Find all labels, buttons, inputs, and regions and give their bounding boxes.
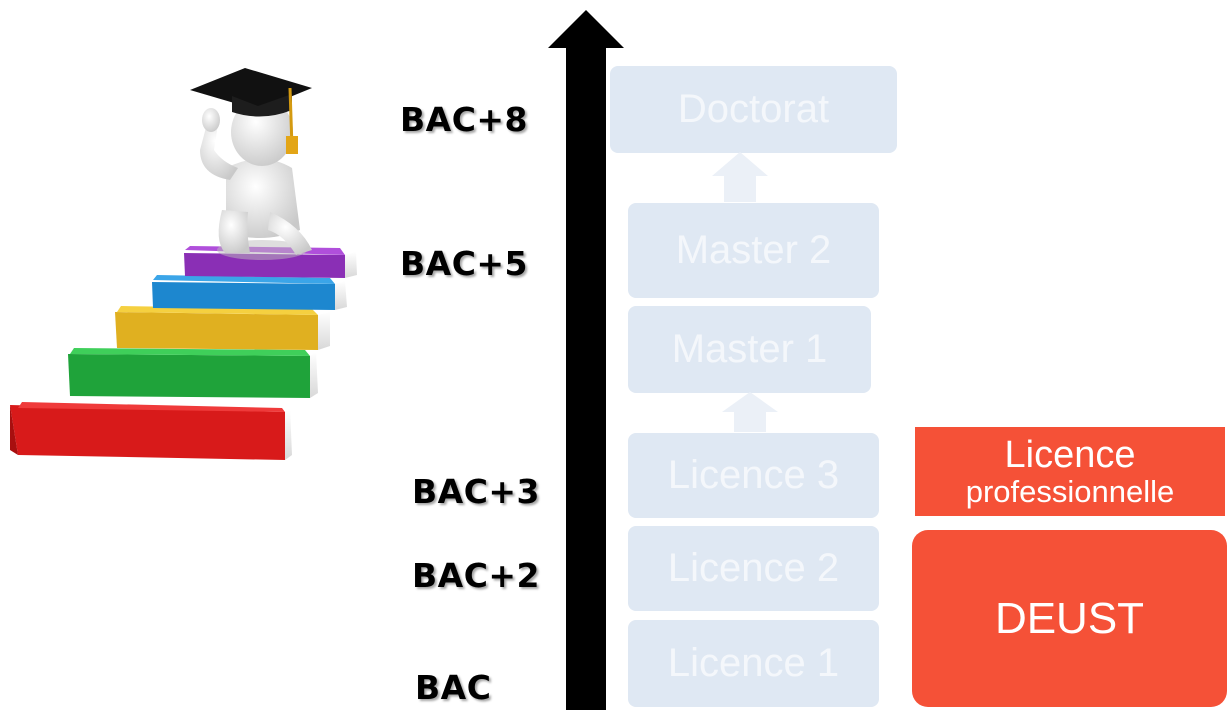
green-book-icon xyxy=(68,348,318,398)
small-up-arrow-icon xyxy=(712,152,768,202)
degree-doctorat: Doctorat xyxy=(610,66,897,153)
deust-label: DEUST xyxy=(994,593,1145,643)
graduate-on-books-icon xyxy=(10,68,357,460)
licence-pro-line1: Licence xyxy=(1004,433,1136,476)
degree-licence2: Licence 2 xyxy=(628,526,879,611)
deust-box: DEUST xyxy=(912,530,1227,707)
degree-master1: Master 1 xyxy=(628,306,871,393)
level-bac3: BAC+3 xyxy=(412,472,541,511)
level-bac: BAC xyxy=(415,668,492,707)
up-arrow-icon xyxy=(548,10,624,710)
yellow-book-icon xyxy=(115,306,330,350)
blue-book-icon xyxy=(152,275,347,310)
licence-professionnelle-box: Licence professionnelle xyxy=(915,427,1225,516)
level-bac5: BAC+5 xyxy=(400,244,529,283)
red-book-icon xyxy=(10,402,292,460)
graduate-figure-icon xyxy=(190,68,312,260)
degree-licence3: Licence 3 xyxy=(628,433,879,518)
level-bac8: BAC+8 xyxy=(400,100,529,139)
degree-licence1: Licence 1 xyxy=(628,620,879,707)
level-bac2: BAC+2 xyxy=(412,556,541,595)
degree-master2: Master 2 xyxy=(628,203,879,298)
licence-pro-line2: professionnelle xyxy=(965,473,1175,509)
small-up-arrow-icon xyxy=(722,392,778,432)
